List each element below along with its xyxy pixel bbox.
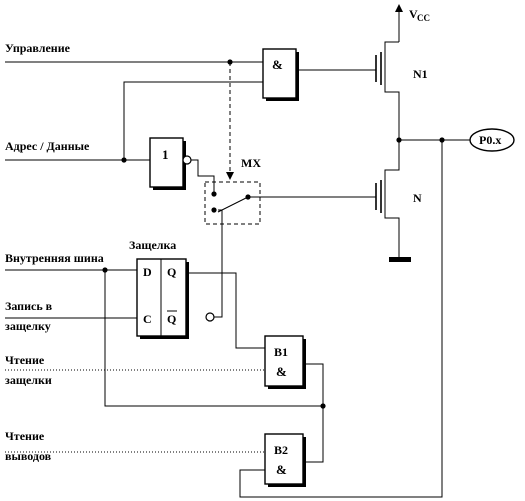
n1-label: N1 xyxy=(413,67,428,81)
latch-title: Защелка xyxy=(129,238,176,252)
and-gate-top: & xyxy=(262,48,299,101)
vcc-terminal: V CC xyxy=(395,4,430,23)
inverter-op: 1 xyxy=(162,147,169,162)
b1-op: & xyxy=(276,364,287,379)
label-chtenie-zash-2: защелки xyxy=(5,373,52,387)
junctions xyxy=(102,59,445,409)
transistor-n: N xyxy=(375,180,422,213)
mux-label: MX xyxy=(241,156,261,170)
signal-labels: Управление Адрес / Данные Внутренняя шин… xyxy=(5,41,104,463)
label-vnutrennyaya-shina: Внутренняя шина xyxy=(5,251,104,265)
vcc-label: V xyxy=(409,7,418,21)
vcc-sub: CC xyxy=(417,13,430,23)
b2-name: B2 xyxy=(274,443,288,457)
label-adres-dannye: Адрес / Данные xyxy=(5,139,90,153)
ground-symbol xyxy=(389,257,411,262)
and-gate-top-op: & xyxy=(272,57,283,72)
latch-q-bar: Q xyxy=(167,312,176,326)
label-chtenie-zash-1: Чтение xyxy=(5,353,45,367)
pin-p0x: P0.x xyxy=(469,128,515,152)
label-upravlenie: Управление xyxy=(5,41,71,55)
inverter-gate: 1 xyxy=(149,137,192,190)
label-chtenie-vyv-1: Чтение xyxy=(5,429,45,443)
mux: MX xyxy=(204,156,261,225)
label-zapis-1: Запись в xyxy=(5,299,53,313)
b1-name: B1 xyxy=(274,345,288,359)
label-zapis-2: защелку xyxy=(5,319,51,333)
buffer-b1: B1 & xyxy=(264,335,306,389)
b2-op: & xyxy=(276,462,287,477)
buffer-b2: B2 & xyxy=(264,433,306,487)
latch: Защелка D C Q Q xyxy=(129,238,215,339)
latch-d: D xyxy=(143,265,152,279)
latch-q: Q xyxy=(167,265,176,279)
n-label: N xyxy=(413,191,422,205)
mux-select-arrow xyxy=(226,172,234,180)
p0x-label: P0.x xyxy=(479,133,501,147)
transistor-n1: N1 xyxy=(375,52,428,85)
label-chtenie-vyv-2: выводов xyxy=(5,449,52,463)
latch-c: C xyxy=(143,312,152,326)
wires xyxy=(5,10,470,498)
